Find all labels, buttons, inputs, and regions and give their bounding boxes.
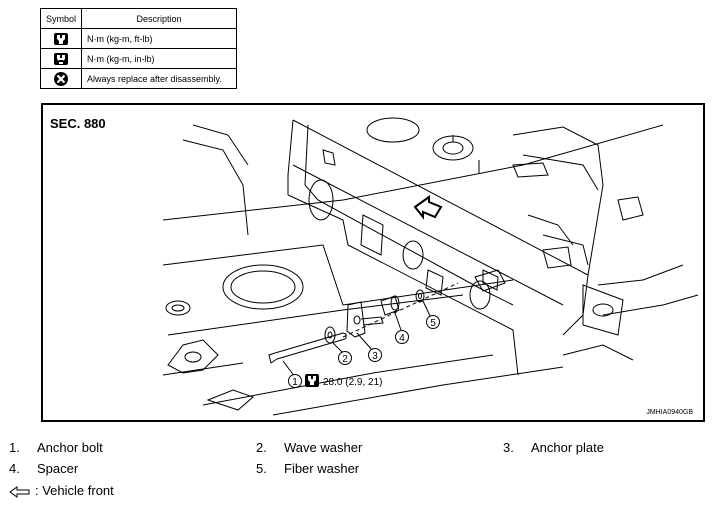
- svg-text:2: 2: [342, 354, 348, 365]
- legend-header-description: Description: [81, 8, 237, 29]
- torque-wrench-small-icon: [40, 48, 82, 69]
- callout-5: 5: [426, 315, 440, 329]
- exploded-view-figure: SEC. 880: [41, 103, 705, 422]
- part-name: Anchor bolt: [37, 440, 103, 455]
- part-number: 1.: [9, 440, 20, 455]
- legend-description: N·m (kg-m, in-lb): [81, 48, 237, 69]
- svg-text:3: 3: [372, 351, 378, 362]
- part-name: Fiber washer: [284, 461, 360, 476]
- svg-text:1: 1: [292, 377, 298, 388]
- vehicle-front-arrow-icon: [413, 195, 443, 220]
- part-name: Spacer: [37, 461, 79, 476]
- callout-3: 3: [368, 348, 382, 362]
- legend-row: N·m (kg-m, in-lb): [40, 48, 237, 69]
- replace-icon: [40, 68, 82, 89]
- part-number: 3.: [503, 440, 514, 455]
- vehicle-front-arrow-icon: [9, 486, 30, 498]
- legend-description: N·m (kg-m, ft-lb): [81, 28, 237, 49]
- part-name: Wave washer: [284, 440, 363, 455]
- callout-1: 1: [288, 374, 302, 388]
- part-name: Anchor plate: [531, 440, 604, 455]
- legend-row: Always replace after disassembly.: [40, 68, 237, 89]
- legend-row: N·m (kg-m, ft-lb): [40, 28, 237, 49]
- torque-spec-icon: [305, 374, 319, 387]
- svg-text:4: 4: [399, 333, 405, 344]
- section-label: SEC. 880: [50, 116, 106, 131]
- torque-value: 28.0 (2.9, 21): [323, 377, 382, 388]
- legend-header-row: Symbol Description: [40, 8, 237, 29]
- figure-code: JMHIA0940GB: [646, 409, 693, 416]
- svg-text:5: 5: [430, 318, 436, 329]
- torque-wrench-icon: [40, 28, 82, 49]
- part-number: 2.: [256, 440, 267, 455]
- vehicle-front-note: : Vehicle front: [9, 483, 114, 498]
- callout-2: 2: [338, 351, 352, 365]
- vehicle-front-label: : Vehicle front: [35, 483, 114, 498]
- part-number: 4.: [9, 461, 20, 476]
- symbol-legend-table: Symbol Description N·m (kg-m, ft-lb) N·m…: [40, 8, 237, 89]
- legend-description: Always replace after disassembly.: [81, 68, 237, 89]
- line-drawing: 1 2 3 4 5 28.0 (2.9, 21): [162, 117, 699, 416]
- legend-header-symbol: Symbol: [40, 8, 82, 29]
- part-number: 5.: [256, 461, 267, 476]
- callout-4: 4: [395, 330, 409, 344]
